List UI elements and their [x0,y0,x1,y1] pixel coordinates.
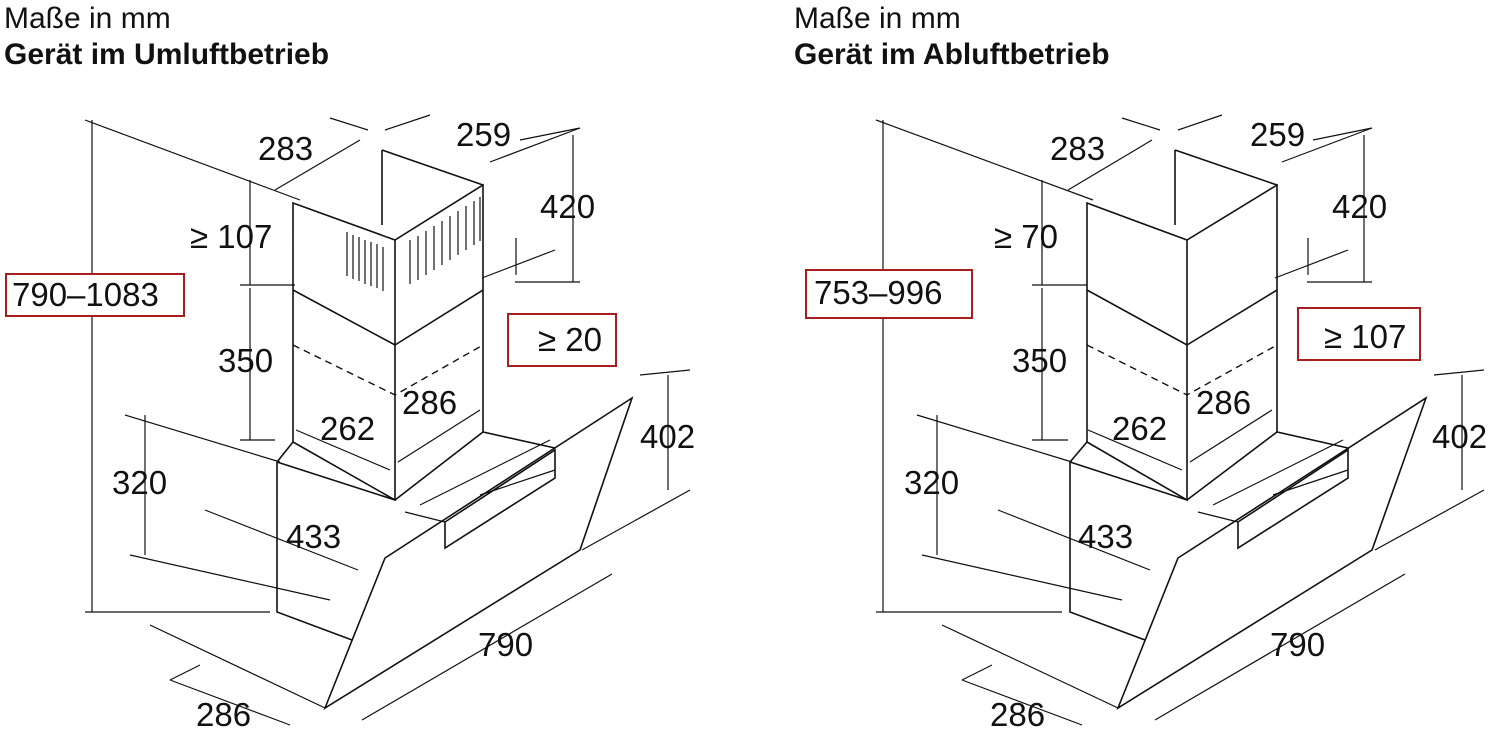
dim-inner-width: 262 [1112,410,1167,447]
overlap-line [1086,344,1278,396]
chimney-back-edge [1174,149,1278,225]
vent-slots [346,197,481,291]
dim-body-height: 320 [904,464,959,501]
value-labels: 283 259 420 ≥ 107 350 262 286 402 320 43… [112,116,695,733]
filter-handle [444,448,556,550]
glass-panel [323,396,634,710]
dim-total-height: 753–996 [814,274,942,311]
units-caption: Maße in mm [4,2,171,35]
dim-min-clearance: ≥ 20 [538,321,602,358]
hood-body [276,441,396,641]
dim-chimney-top-height: 420 [540,188,595,225]
dim-base-depth: 286 [196,696,251,733]
dim-chimney-lower-height: 350 [1012,342,1067,379]
units-caption: Maße in mm [794,2,961,35]
dim-total-height: 790–1083 [12,276,159,313]
dim-min-top-gap: ≥ 70 [994,218,1058,255]
dim-body-depth: 433 [1078,518,1133,555]
clearance-box [1297,307,1421,361]
panel-abluft: Maße in mm Gerät im Abluftbetrieb [750,0,1500,742]
dim-inner-width: 262 [320,410,375,447]
dim-hood-height: 402 [640,418,695,455]
dim-chimney-width: 259 [1250,116,1305,153]
overlap-line [292,344,484,396]
value-labels: 283 259 420 ≥ 70 350 262 286 402 320 433… [904,116,1487,733]
chimney-lower [292,290,396,502]
hood-body [1069,441,1188,641]
total-height-box [5,273,185,317]
dim-inner-depth: 286 [402,384,457,421]
dim-hood-width: 790 [478,626,533,663]
dimension-lines [875,114,1485,726]
chimney-upper [292,183,484,346]
dim-min-top-gap: ≥ 107 [190,218,272,255]
dim-hood-width: 790 [1270,626,1325,663]
dim-chimney-depth: 283 [258,130,313,167]
panel-title: Gerät im Abluftbetrieb [794,38,1110,71]
filter-handle [1237,448,1349,550]
dimension-lines [84,114,691,726]
chimney-back-edge [381,149,484,225]
chimney-lower [1086,290,1188,502]
hood-drawing-umluft: 283 259 420 ≥ 107 350 262 286 402 320 43… [5,114,695,733]
dim-body-depth: 433 [286,518,341,555]
dim-min-clearance: ≥ 107 [1324,318,1406,355]
clearance-box [507,313,617,367]
dim-body-height: 320 [112,464,167,501]
dim-hood-height: 402 [1432,418,1487,455]
total-height-box [805,269,973,319]
dim-chimney-lower-height: 350 [218,342,273,379]
dim-base-depth: 286 [990,696,1045,733]
dim-inner-depth: 286 [1196,384,1251,421]
dim-chimney-width: 259 [456,116,511,153]
dim-chimney-top-height: 420 [1332,188,1387,225]
hood-drawing-abluft: 283 259 420 ≥ 70 350 262 286 402 320 433… [805,114,1487,733]
chimney-upper [1086,183,1278,346]
glass-panel [1116,396,1428,710]
panel-umluft: Maße in mm Gerät im Umluftbetrieb [4,2,695,733]
panel-title: Gerät im Umluftbetrieb [4,38,330,71]
dim-chimney-depth: 283 [1050,130,1105,167]
